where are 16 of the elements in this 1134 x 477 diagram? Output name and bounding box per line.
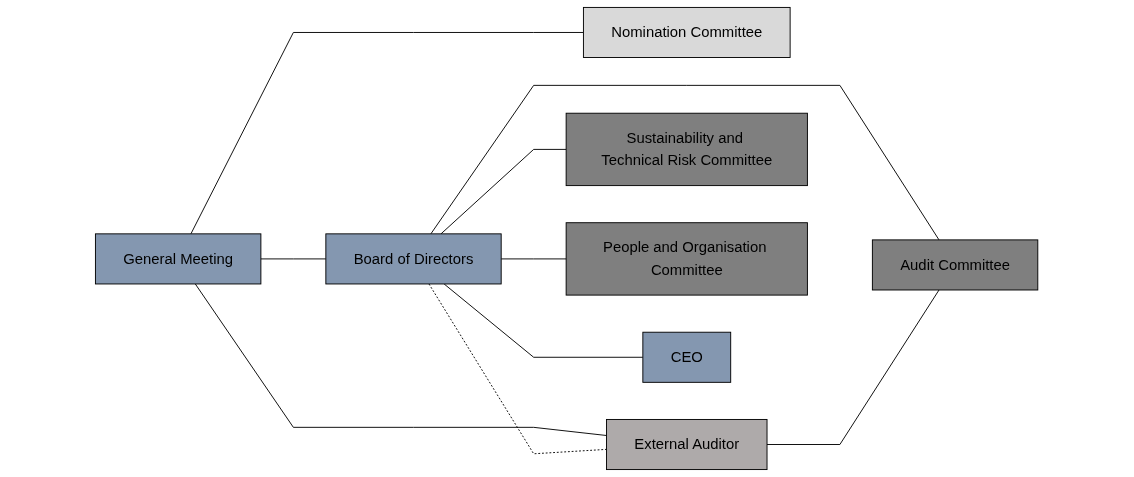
connector [440, 148, 567, 235]
connector [260, 258, 327, 260]
node-box: CEO [642, 331, 732, 383]
node-box: Sustainability and Technical Risk Committee [566, 112, 809, 187]
node-box: People and Organisation Committee [566, 222, 809, 296]
node-box: External Auditor [606, 419, 768, 471]
connector [190, 32, 585, 235]
connector [195, 283, 608, 436]
node-box: Board of Directors [325, 233, 503, 285]
connector [501, 258, 567, 260]
node-box: Audit Committee [872, 239, 1039, 291]
connector [444, 283, 644, 358]
connector [766, 289, 940, 445]
node-box: Nomination Committee [583, 6, 791, 58]
connector [430, 84, 940, 241]
node-box: General Meeting [95, 233, 262, 285]
